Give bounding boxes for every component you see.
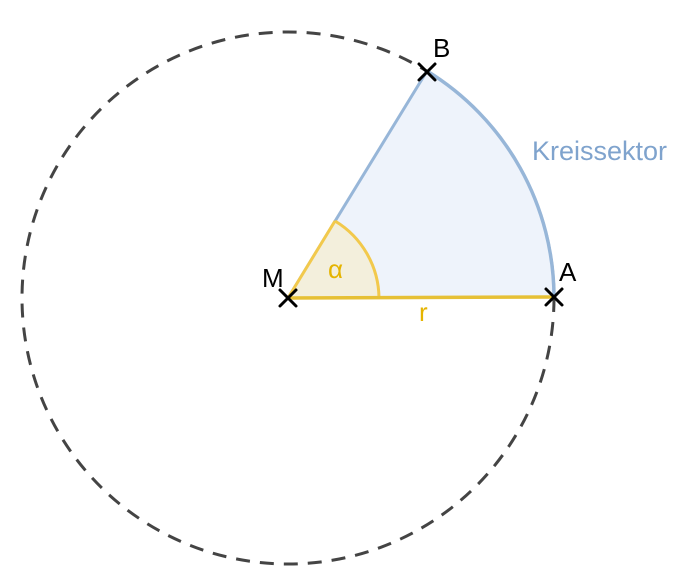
radius-label: r <box>419 297 428 327</box>
point-b-marker <box>417 62 437 82</box>
angle-label: α <box>328 254 343 284</box>
angle-arc <box>334 219 381 299</box>
sector-arc <box>426 69 556 299</box>
point-m-marker <box>278 288 298 308</box>
angle-leg <box>286 220 337 299</box>
point-a-marker <box>544 287 564 307</box>
point-m-label: M <box>262 263 284 293</box>
point-a-label: A <box>559 257 577 287</box>
point-b-label: B <box>433 33 450 63</box>
radius-segment <box>287 295 555 300</box>
sector-label: Kreissektor <box>532 136 667 166</box>
